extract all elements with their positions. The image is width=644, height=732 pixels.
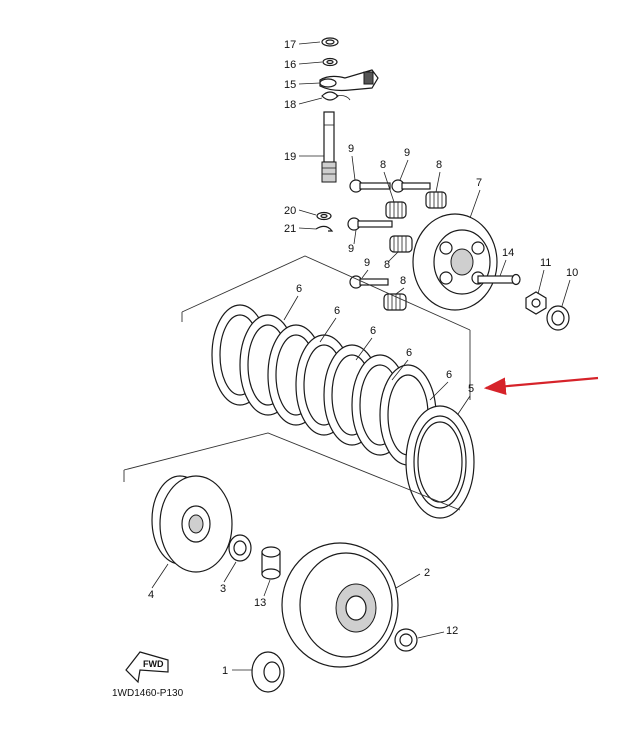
- spring-3: [389, 235, 413, 253]
- callout-12: 12: [446, 625, 458, 637]
- fwd-label: FWD: [143, 659, 164, 669]
- callout-21: 21: [284, 223, 296, 235]
- callout-9-b: 9: [404, 147, 410, 159]
- callout-11: 11: [540, 257, 551, 269]
- diagram-code: 1WD1460-P130: [112, 688, 184, 699]
- spacer-13: [261, 546, 281, 580]
- callout-8-d: 8: [400, 275, 406, 287]
- bolt-low: [349, 275, 389, 289]
- callout-5: 5: [468, 383, 474, 395]
- callout-4: 4: [148, 589, 154, 601]
- callout-14: 14: [502, 247, 514, 259]
- fwd-arrow-icon: FWD: [125, 651, 169, 684]
- bolt-upper-right: [391, 179, 431, 193]
- callout-3: 3: [220, 583, 226, 595]
- callout-8-a: 8: [380, 159, 386, 171]
- bolt-upper-left: [349, 179, 391, 193]
- callout-6-d: 6: [406, 347, 412, 359]
- pressure-plate-assembly: [347, 179, 570, 331]
- callout-6-b: 6: [334, 305, 340, 317]
- washer-3: [228, 534, 252, 562]
- bolt-mid: [347, 217, 393, 231]
- callout-labels: 17 16 15 18 19 20 21 9 9 9 9 8 8 8 8 7 1…: [148, 39, 578, 677]
- callout-19: 19: [284, 151, 296, 163]
- callout-18: 18: [284, 99, 296, 111]
- callout-17: 17: [284, 39, 296, 51]
- callout-15: 15: [284, 79, 296, 91]
- clutch-housing: [281, 542, 399, 668]
- callout-20: 20: [284, 205, 296, 217]
- callout-8-b: 8: [436, 159, 442, 171]
- callout-9-c: 9: [348, 243, 354, 255]
- callout-6-c: 6: [370, 325, 376, 337]
- callout-9-d: 9: [364, 257, 370, 269]
- clutch-boss: [151, 475, 233, 573]
- lower-boundary-box: [123, 432, 461, 511]
- spring-2: [425, 191, 447, 209]
- callout-6-e: 6: [446, 369, 452, 381]
- callout-2: 2: [424, 567, 430, 579]
- callout-6-a: 6: [296, 283, 302, 295]
- callout-10: 10: [566, 267, 578, 279]
- spring-1: [385, 201, 407, 219]
- callout-9-a: 9: [348, 143, 354, 155]
- callout-13: 13: [254, 597, 266, 609]
- callout-7: 7: [476, 177, 482, 189]
- callout-8-c: 8: [384, 259, 390, 271]
- callout-1: 1: [222, 665, 228, 677]
- washer-12: [394, 628, 418, 652]
- callout-16: 16: [284, 59, 296, 71]
- highlight-arrow: [483, 376, 599, 396]
- clutch-plates-stack: [211, 304, 475, 519]
- spring-4: [383, 293, 407, 311]
- push-lever-assembly: [315, 37, 379, 232]
- plates-boundary-box: [181, 255, 471, 400]
- primary-drive-gear: [251, 651, 285, 693]
